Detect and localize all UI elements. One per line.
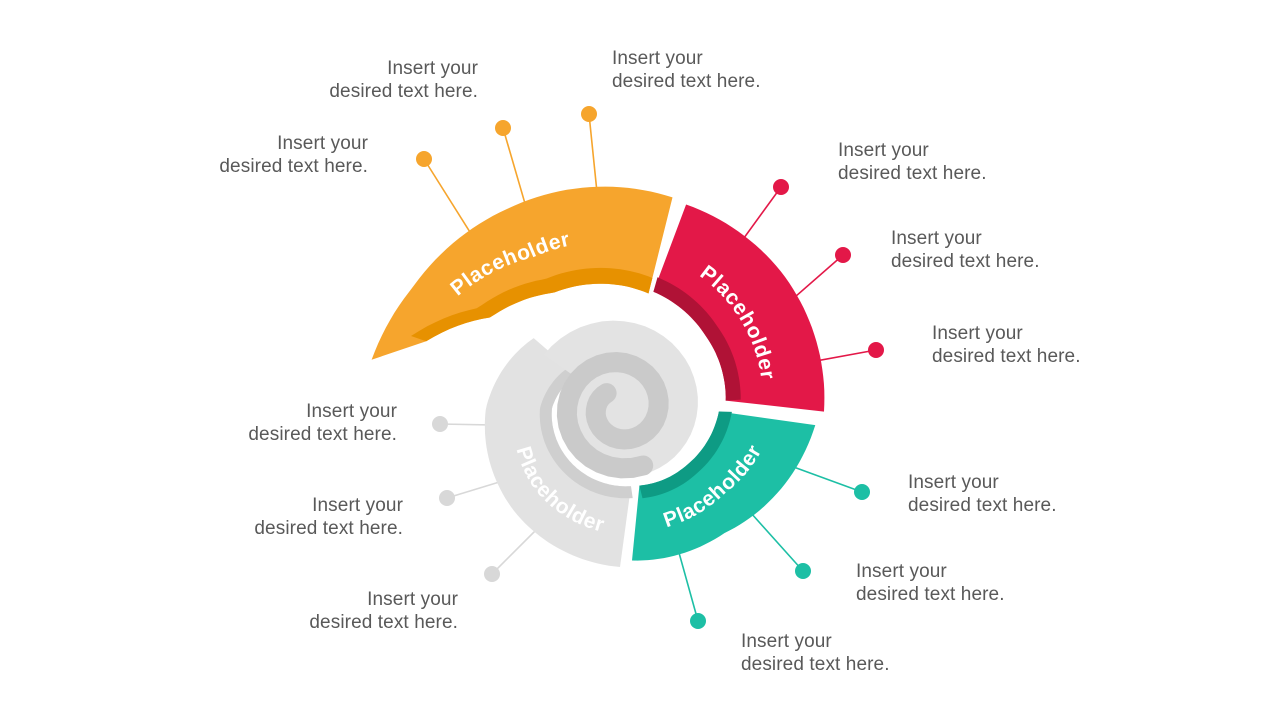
callout-line: Insert your [838,140,929,161]
callout-line: Insert your [891,228,982,249]
callout-label[interactable]: Insert your desired text here. [856,561,1056,606]
segment-teal[interactable] [632,411,816,561]
callout-dot-gray [439,490,455,506]
callout-label[interactable]: Insert your desired text here. [258,589,458,634]
callout-line: desired text here. [838,162,987,184]
callout-line: Insert your [932,323,1023,344]
callout-line: Insert your [908,472,999,493]
callout-dot-orange [581,106,597,122]
callout-line: Insert your [741,631,832,652]
segment-gray-inner-edge [539,368,633,499]
callout-line-teal [746,508,804,572]
callout-line: desired text here. [309,611,458,633]
segment-red[interactable] [653,204,825,412]
callout-label[interactable]: Insert your desired text here. [838,140,1038,185]
callout-line: desired text here. [329,80,478,102]
callout-label[interactable]: Insert your desired text here. [197,401,397,446]
callout-line: desired text here. [908,494,1057,516]
callout-line: desired text here. [219,155,368,177]
callout-dot-red [835,247,851,263]
callout-label[interactable]: Insert your desired text here. [932,323,1132,368]
callout-label[interactable]: Insert your desired text here. [891,228,1091,273]
segment-orange-inner-edge [411,267,653,342]
callout-line: desired text here. [932,345,1081,367]
callout-line-orange [423,158,479,245]
callout-dot-orange [495,120,511,136]
swirl-medium-spiral [556,352,669,479]
callout-line: Insert your [387,58,478,79]
segment-orange[interactable] [371,186,673,360]
segment-teal-inner-edge [639,411,732,499]
callout-label[interactable]: Insert your desired text here. [908,472,1108,517]
callout-dot-gray [484,566,500,582]
callout-label[interactable]: Insert your desired text here. [741,631,941,676]
callout-line: Insert your [367,589,458,610]
callout-line: desired text here. [248,423,397,445]
callout-dot-orange [416,151,432,167]
callout-line: desired text here. [891,250,1040,272]
callout-line: Insert your [312,495,403,516]
callout-line: desired text here. [254,517,403,539]
callout-dot-red [773,179,789,195]
callout-label[interactable]: Insert your desired text here. [203,495,403,540]
callout-dot-gray [432,416,448,432]
callout-line: desired text here. [856,583,1005,605]
callout-dot-teal [854,484,870,500]
callout-line: Insert your [277,133,368,154]
callout-label[interactable]: Insert your desired text here. [612,48,812,93]
callout-line: desired text here. [612,70,761,92]
callout-line: desired text here. [741,653,890,675]
callout-dot-red [868,342,884,358]
callout-line-teal [787,464,863,493]
callout-line: Insert your [856,561,947,582]
callout-dot-teal [690,613,706,629]
callout-dot-teal [795,563,811,579]
callout-line: Insert your [306,401,397,422]
segment-red-inner-edge [653,277,741,401]
callout-line: Insert your [612,48,703,69]
callout-line-teal [675,540,699,622]
callout-label[interactable]: Insert your desired text here. [278,58,478,103]
callout-label[interactable]: Insert your desired text here. [168,133,368,178]
